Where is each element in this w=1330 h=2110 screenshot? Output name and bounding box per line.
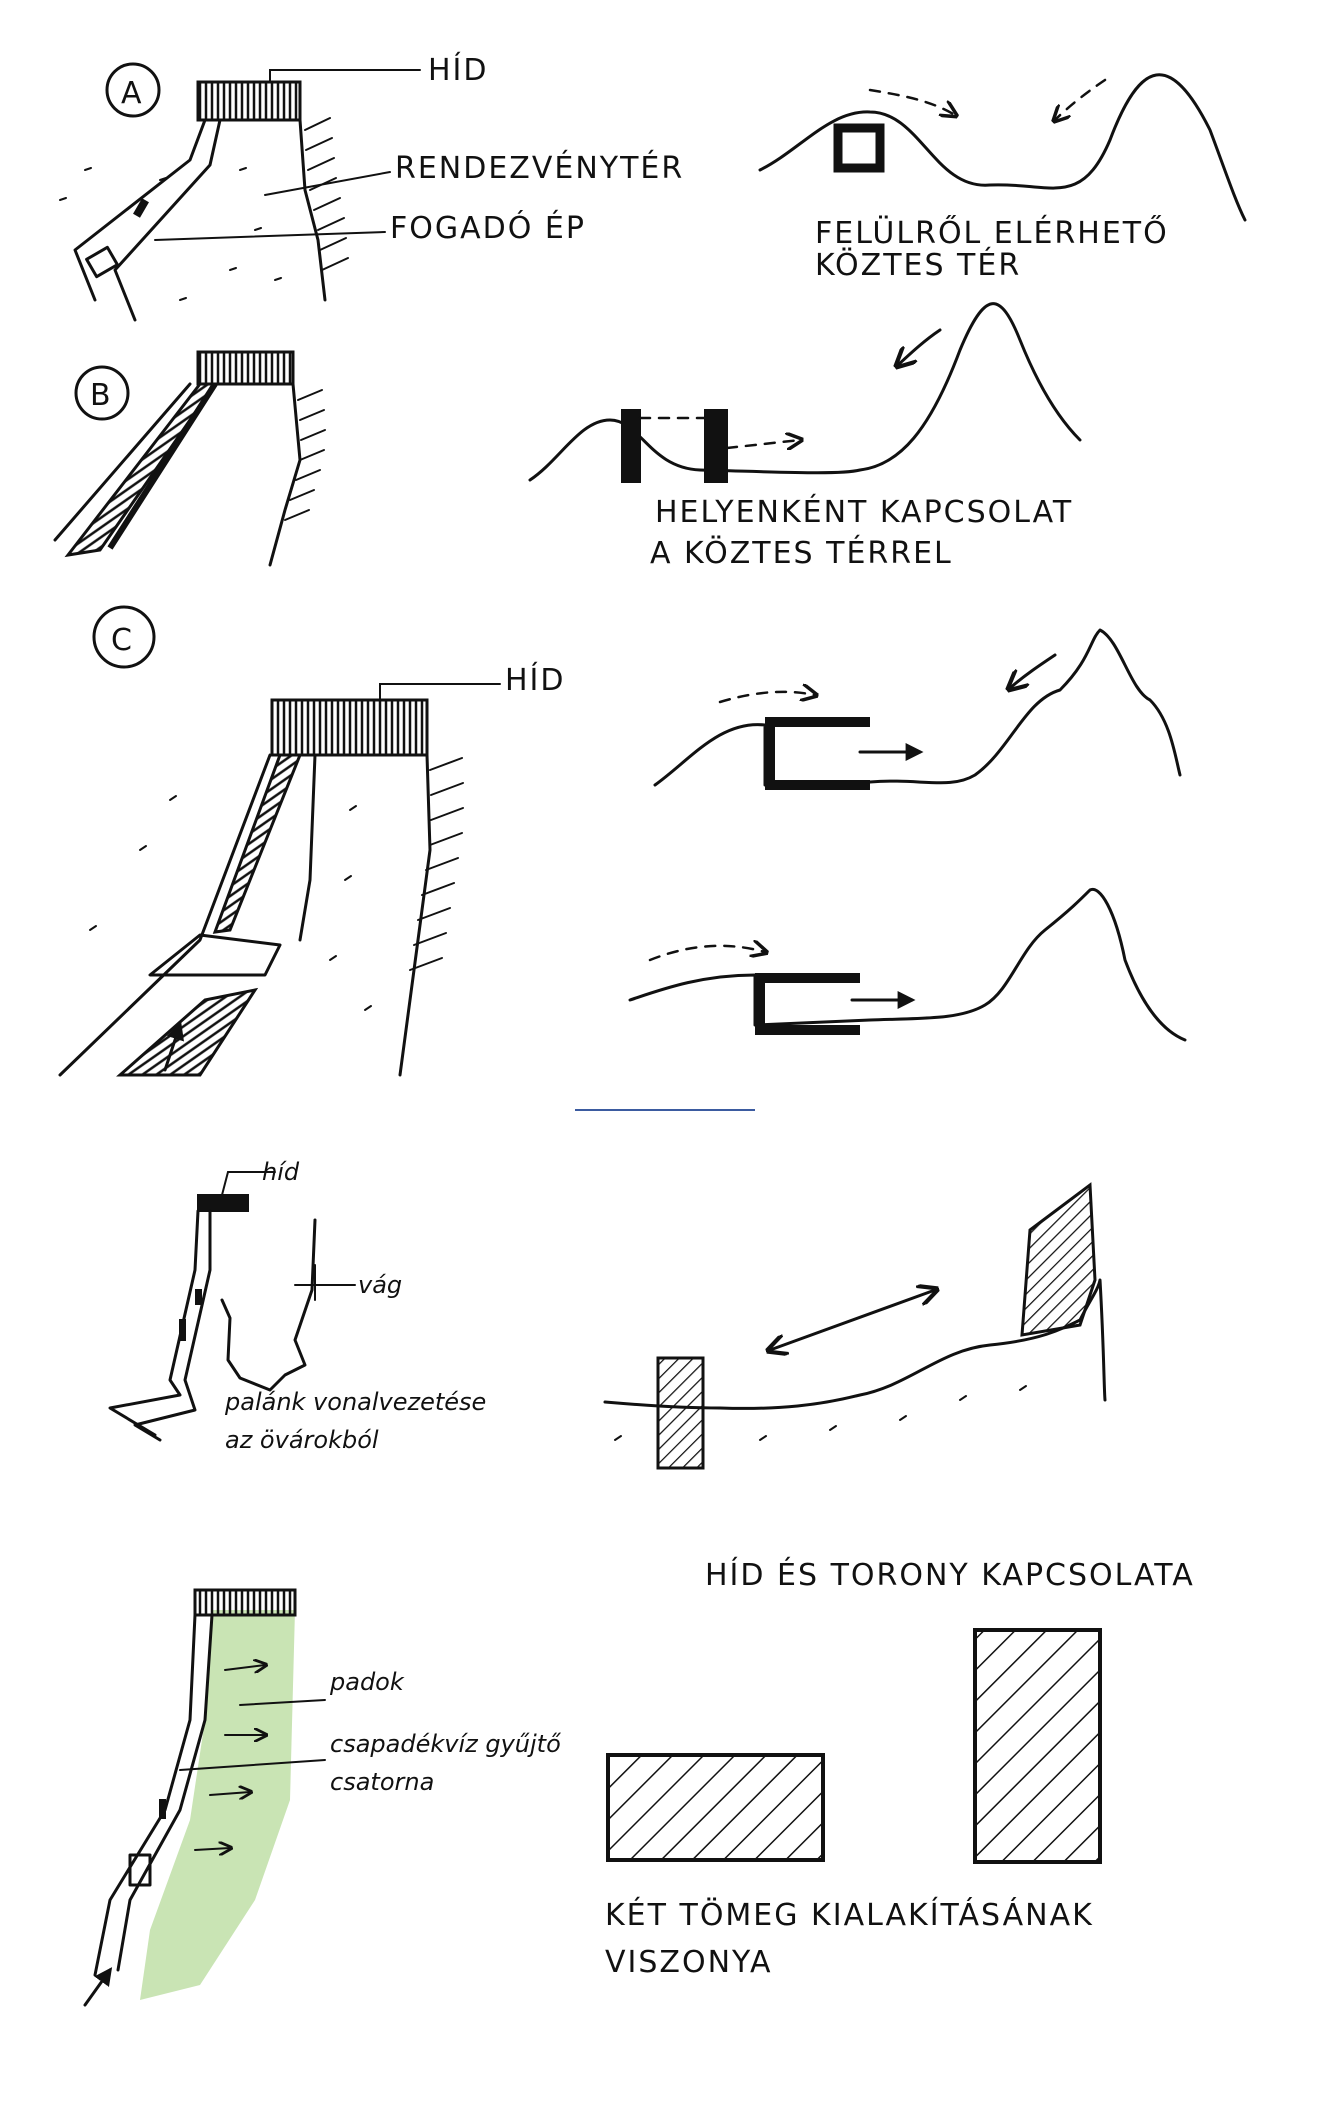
panel-a-bridge (196, 80, 302, 122)
panel-e-bench-1 (159, 1799, 166, 1819)
panel-e-entry-arrow (83, 1967, 113, 2007)
panel-a-event-leader (264, 171, 391, 196)
panel-a-caption-1: FELÜLRŐL ELÉRHETŐ (815, 214, 1169, 251)
panel-e: padok csapadékvíz gyűjtő csatorna HÍD ÉS… (83, 1557, 1195, 2007)
panel-b-cliff-hatch (284, 389, 326, 521)
panel-e-gutter-leader (179, 1759, 326, 1771)
panel-c-arrow-up (163, 1021, 184, 1072)
panel-d-section-wall (656, 1356, 705, 1470)
panel-e-flow-arrows (194, 1665, 265, 1850)
panel-d-bench-1 (195, 1289, 202, 1305)
panel-b-letter-circle (74, 365, 130, 421)
panel-d: híd vág palánk vonalvezetése az övárokbó… (108, 1158, 1107, 1470)
panel-d-cut-outline (220, 1218, 317, 1392)
panel-d-path-left (108, 1209, 200, 1437)
panel-a-cliff-hatch (304, 117, 349, 271)
panel-c-section-1-shell (765, 717, 870, 790)
panel-b-section-wall-2 (704, 409, 728, 483)
panel-b-flow-arrow (898, 328, 942, 365)
panel-d-section-tower (1020, 1182, 1097, 1337)
panel-a-reception-label: FOGADÓ ÉP (390, 209, 586, 246)
panel-a-path-right (113, 118, 222, 322)
panel-d-path-right (133, 1209, 212, 1442)
panel-e-reception (128, 1853, 152, 1887)
panel-c-cliff (398, 753, 432, 1077)
panel-b-caption-2: A KÖZTES TÉRREL (650, 535, 953, 571)
panel-c-bridge-leader (379, 683, 501, 701)
panel-e-path-right (116, 1613, 214, 1972)
panel-c-path-left (58, 753, 272, 1077)
panel-c-section-2-ground (628, 887, 1187, 1042)
panel-d-cut-label: vág (358, 1271, 402, 1299)
panel-b: B HELYENKÉNT KAPCSOLAT A KÖZTES TÉRREL (53, 302, 1082, 571)
panel-d-caption-2: az övárokból (225, 1426, 379, 1454)
panel-e-title: HÍD ÉS TORONY KAPCSOLATA (705, 1557, 1195, 1593)
panel-e-bench-label: padok (329, 1668, 405, 1696)
panel-e-gutter-label-1: csapadékvíz gyűjtő (330, 1730, 561, 1758)
panel-a-caption-2: KÖZTES TÉR (815, 247, 1021, 283)
panel-a-flow-arrow-2 (1055, 78, 1107, 120)
panel-c-lower-stair (116, 987, 259, 1077)
panel-e-bench-leader (239, 1699, 326, 1706)
panel-a-letter-circle (105, 62, 161, 118)
panel-a-flow-arrow-1 (868, 88, 955, 115)
panel-d-section-ground (603, 1278, 1107, 1410)
panel-a-section-building (833, 123, 885, 173)
panel-c-upper-stair (212, 753, 303, 934)
panel-d-caption-1: palánk vonalvezetése (224, 1388, 486, 1416)
panel-a-section-ground (758, 73, 1247, 222)
panel-b-bridge (196, 350, 295, 386)
panel-a-terrain-dots (59, 167, 282, 301)
panel-c-cliff-hatch (409, 757, 464, 971)
panel-b-caption-1: HELYENKÉNT KAPCSOLAT (655, 494, 1073, 530)
panel-e-bridge-mass (606, 1753, 825, 1862)
panel-c: C HÍD (58, 605, 1187, 1077)
panel-e-bridge (193, 1588, 297, 1617)
panel-b-stair-edge (107, 382, 218, 550)
panel-a-event-label: RENDEZVÉNYTÉR (395, 150, 684, 186)
panel-a-bridge-label: HÍD (428, 52, 489, 88)
panel-a-reception-building (85, 245, 119, 279)
panel-d-bridge (197, 1194, 249, 1212)
panel-e-green-area (140, 1610, 295, 2000)
panel-c-section-2-dash (648, 946, 765, 962)
panel-c-section-1-arrow-hill (1010, 653, 1057, 688)
panel-d-bench-2 (179, 1319, 186, 1341)
panel-a-reception-leader (154, 231, 386, 241)
panel-d-terrain-dots (614, 1385, 1027, 1441)
panel-a-bridge-leader (269, 69, 421, 83)
panel-b-section-wall-1 (621, 409, 641, 483)
panel-c-section-1-dash (718, 692, 815, 704)
panel-b-letter: B (90, 378, 113, 413)
panel-a-path-left (73, 118, 207, 302)
panel-e-gutter-label-2: csatorna (330, 1768, 434, 1796)
panel-c-section-2-shell (755, 973, 860, 1035)
panel-a-bench (133, 198, 149, 218)
panel-c-section-1-ground (653, 628, 1182, 787)
panel-a-letter: A (121, 76, 144, 111)
panel-b-section-flow (725, 440, 800, 448)
panel-e-caption-1: KÉT TÖMEG KIALAKÍTÁSÁNAK (605, 1897, 1094, 1933)
panel-c-bridge-label: HÍD (505, 662, 566, 698)
panel-c-letter-circle (92, 605, 156, 669)
panel-d-bridge-leader (221, 1171, 276, 1196)
panel-d-section-arrow (770, 1290, 935, 1350)
panel-b-cliff (268, 382, 302, 567)
panel-b-path-left (53, 382, 192, 542)
panel-c-letter: C (111, 623, 134, 658)
panel-b-stair (64, 382, 218, 558)
panel-e-caption-2: VISZONYA (605, 1945, 773, 1980)
panel-d-bridge-label: híd (262, 1158, 300, 1186)
panel-b-section-ground (528, 302, 1082, 482)
panel-e-tower-mass (973, 1628, 1102, 1864)
panel-c-path-inner (298, 753, 317, 942)
panel-a: A HÍD RENDEZVÉNYTÉR FOGADÓ ÉP (59, 52, 1247, 322)
panel-c-bridge (270, 698, 429, 757)
panel-c-terrain-dots (89, 795, 372, 1011)
panel-c-platform (148, 933, 282, 977)
